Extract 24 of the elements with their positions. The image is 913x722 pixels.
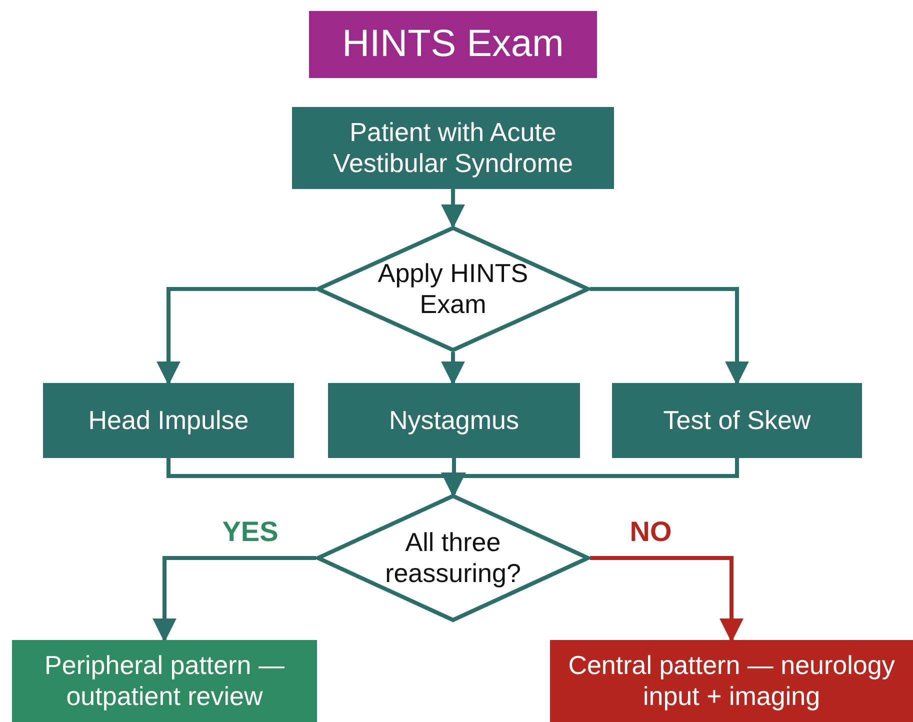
- arrow: [441, 458, 739, 496]
- arrow: [152, 556, 316, 642]
- process-box: [550, 640, 913, 722]
- decision-diamond: [316, 494, 590, 622]
- title-banner: HINTS Exam: [309, 11, 597, 78]
- decision-diamond: [316, 226, 590, 352]
- node-text: Head Impulse: [88, 404, 249, 436]
- arrow: [156, 287, 316, 386]
- process-box: [43, 383, 294, 458]
- node-text: Nystagmus: [388, 404, 520, 436]
- process-box: [292, 107, 614, 189]
- node-text: Patient with Acute Vestibular Syndrome: [332, 116, 574, 180]
- node-text: Test of Skew: [663, 404, 811, 436]
- node-text: Apply HINTS Exam: [376, 258, 530, 320]
- node-text: All three reassuring?: [384, 526, 522, 590]
- arrow: [590, 287, 749, 386]
- arrow: [590, 556, 744, 642]
- node-text: Central pattern — neurology input + imaging: [567, 650, 896, 712]
- arrow: [441, 189, 465, 228]
- process-box: [612, 383, 862, 458]
- process-box: [12, 640, 317, 722]
- process-box: [328, 383, 580, 458]
- arrow: [441, 352, 465, 386]
- node-text: Peripheral pattern — outpatient review: [44, 650, 286, 712]
